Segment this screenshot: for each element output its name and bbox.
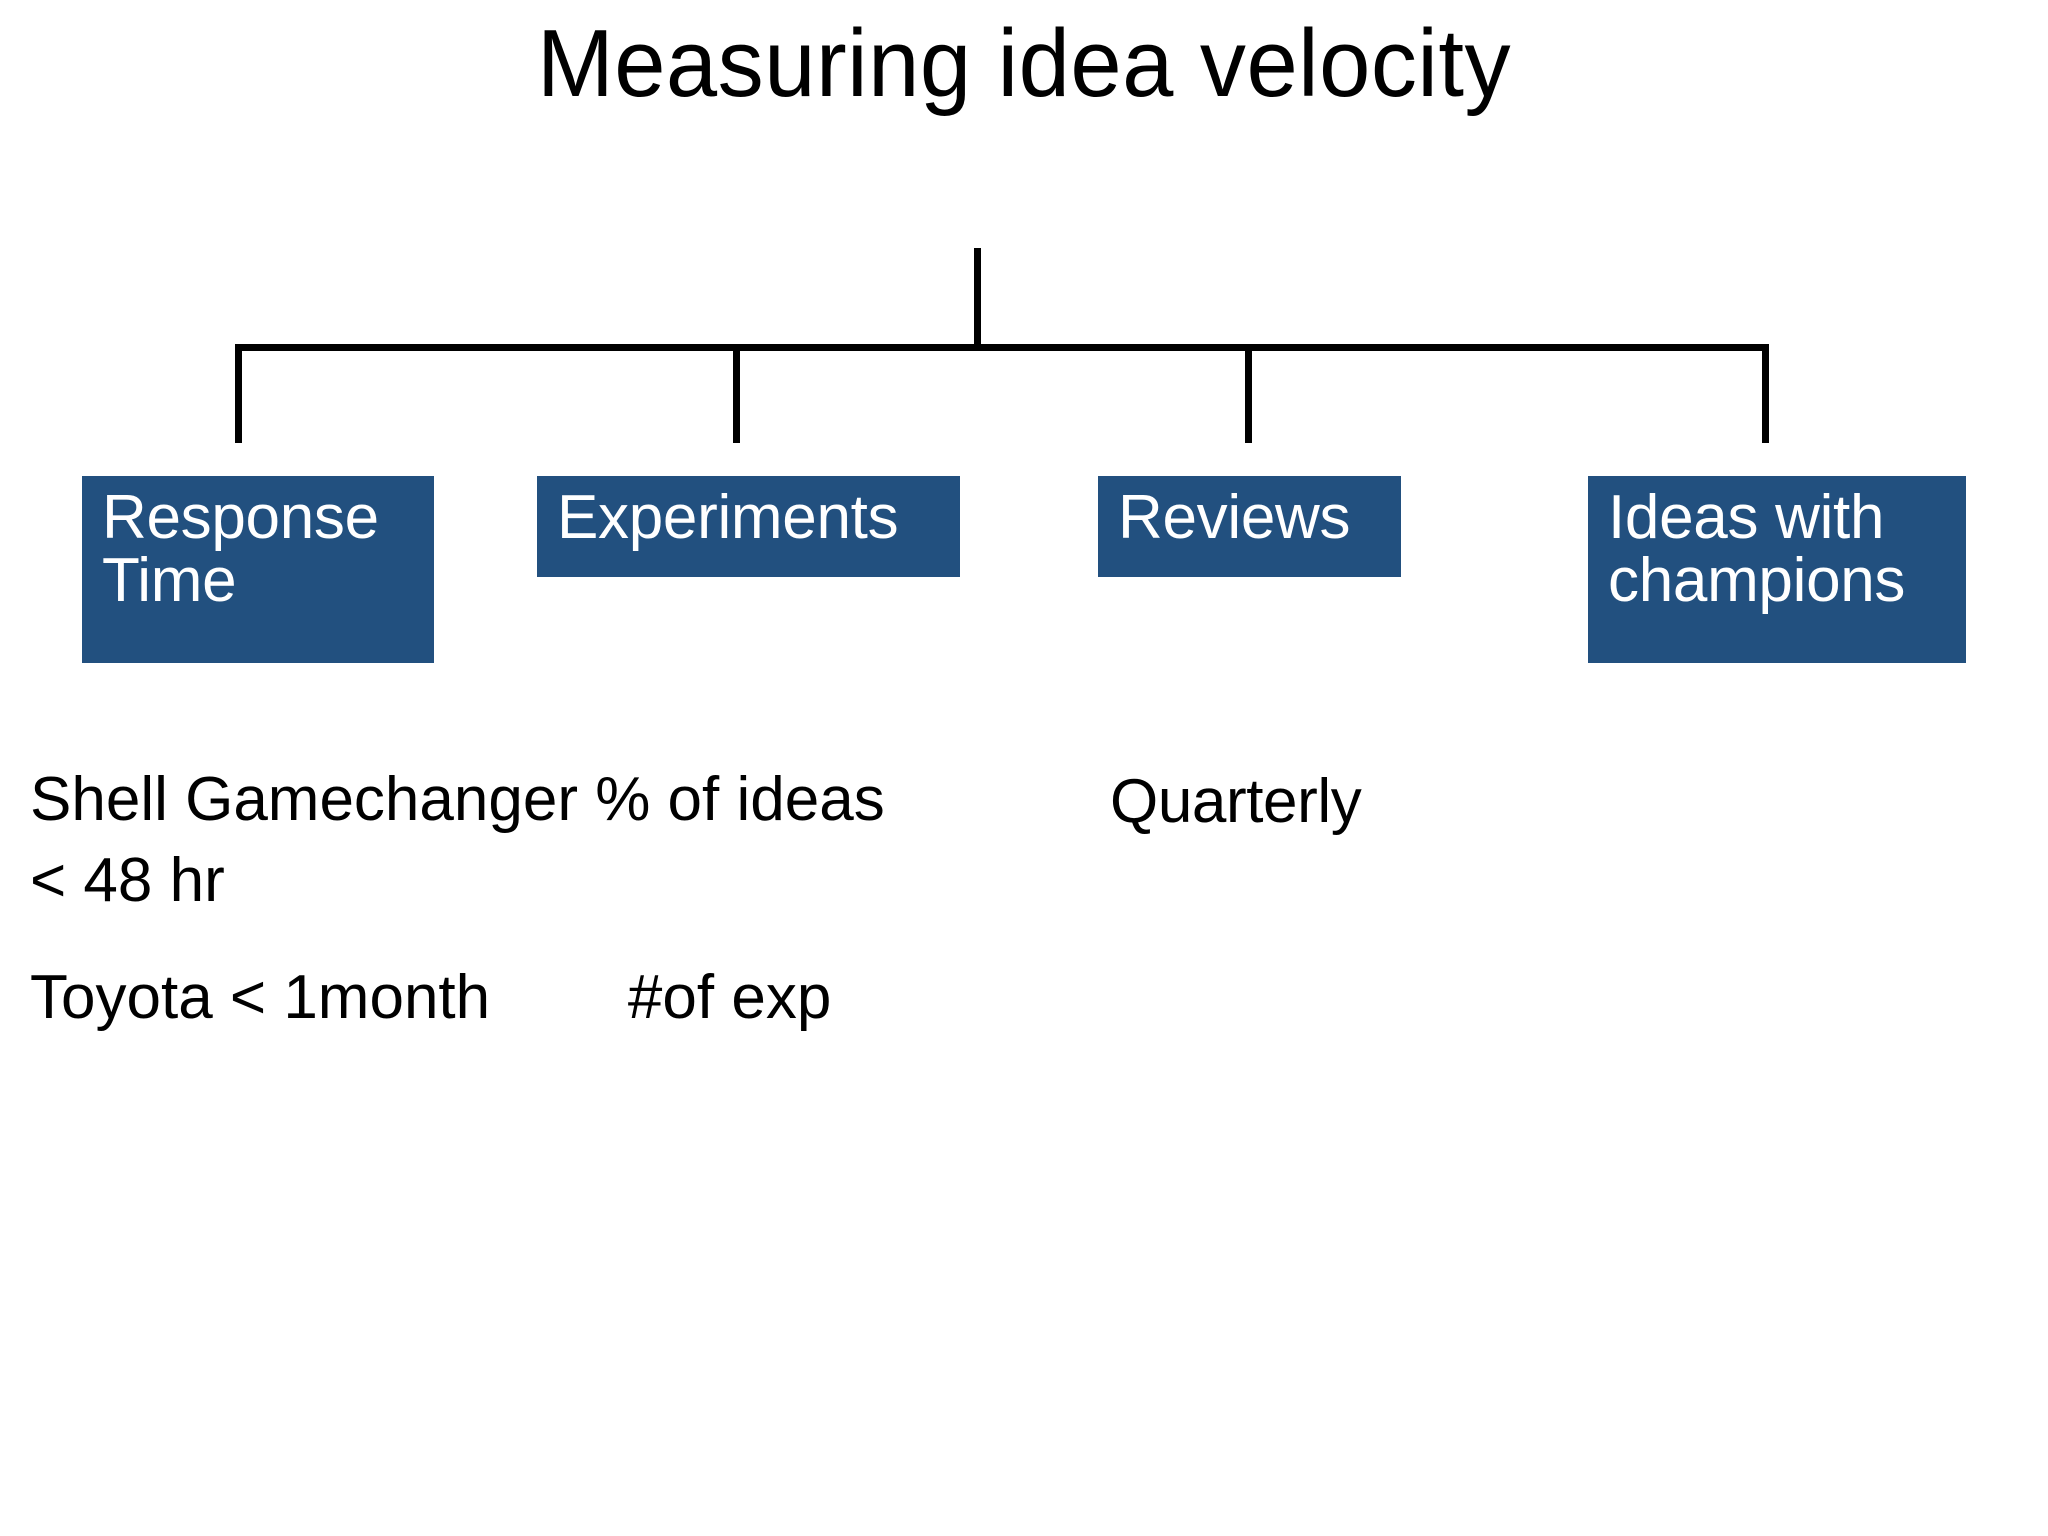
page-title: Measuring idea velocity xyxy=(536,10,1512,117)
connector-drop-experiments xyxy=(733,344,740,443)
note-toyota: Toyota < 1month #of exp xyxy=(30,963,832,1032)
connector-drop-response-time xyxy=(235,344,242,443)
connector-drop-reviews xyxy=(1245,344,1252,443)
connector-root-stem xyxy=(974,248,981,348)
node-reviews[interactable]: Reviews xyxy=(1098,476,1401,577)
connector-drop-ideas-champions xyxy=(1762,344,1769,443)
node-response-time[interactable]: Response Time xyxy=(82,476,434,663)
node-experiments[interactable]: Experiments xyxy=(537,476,960,577)
connector-horizontal-bus xyxy=(235,344,1769,351)
note-reviews: Quarterly xyxy=(1110,767,1362,836)
node-ideas-with-champions[interactable]: Ideas with champions xyxy=(1588,476,1966,663)
note-response-time: Shell Gamechanger % of ideas < 48 hr xyxy=(30,765,885,915)
